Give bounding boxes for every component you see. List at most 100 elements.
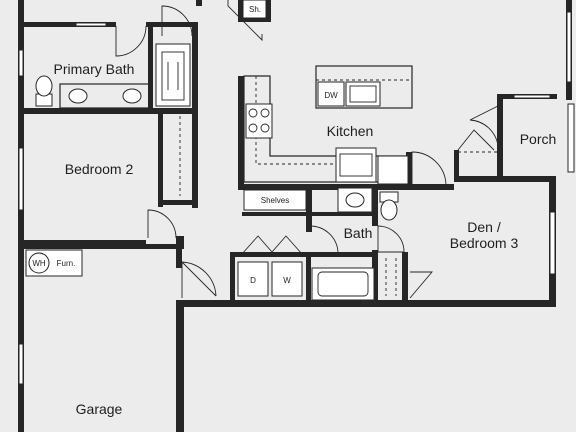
door-top-hall xyxy=(161,5,193,37)
bath-sink xyxy=(345,192,365,208)
door-laundry-bifold xyxy=(241,235,303,255)
laundry: D W xyxy=(237,261,303,297)
room-labels: Primary Bath Bedroom 2 Kitchen Porch Bat… xyxy=(54,61,557,417)
window-den xyxy=(549,211,556,275)
window-porch xyxy=(513,94,551,99)
primary-bath-north-wall xyxy=(18,22,116,27)
door-porch xyxy=(469,105,499,147)
dryer-label: D xyxy=(250,276,256,285)
window-garage xyxy=(18,343,24,385)
shelves-label: Shelves xyxy=(261,196,289,205)
burner xyxy=(248,123,258,133)
top-shower-east-wall xyxy=(266,0,271,22)
room-label-bath: Bath xyxy=(344,225,373,241)
door-top-shower xyxy=(227,0,263,42)
burner xyxy=(248,108,258,118)
primary-bath-north-wall-east xyxy=(146,22,198,27)
shelves-wall xyxy=(242,212,306,216)
water-heater xyxy=(28,252,50,274)
windows xyxy=(18,11,572,385)
west-exterior-wall xyxy=(18,0,24,432)
bathtub xyxy=(311,267,375,301)
den-west-wall xyxy=(406,152,412,186)
den-north-wall xyxy=(454,176,556,182)
laundry-north-wall xyxy=(230,252,376,257)
top-shower-west-wall xyxy=(238,0,243,22)
south-wall xyxy=(176,300,556,307)
walls xyxy=(18,0,572,432)
door-den-closet xyxy=(377,225,405,253)
bathtub-basin xyxy=(317,271,369,297)
window-primary-bath xyxy=(18,49,24,77)
room-label-den: Den / xyxy=(467,219,501,235)
garage-north-wall xyxy=(18,244,184,249)
bath-east-lower-wall xyxy=(372,250,378,304)
burner xyxy=(260,108,270,118)
dryer xyxy=(237,261,269,297)
washer xyxy=(271,261,303,297)
hall-stub-wall xyxy=(176,236,184,248)
room-label-bedroom-3: Bedroom 3 xyxy=(450,235,519,251)
door-bath xyxy=(309,225,339,253)
bath-west-wall xyxy=(306,186,312,232)
top-shower-south-wall xyxy=(238,18,271,22)
closet-east-wall xyxy=(192,22,198,208)
door-primary-bath xyxy=(115,25,147,57)
porch-west-wall xyxy=(497,94,503,178)
window-bedroom-2 xyxy=(18,147,24,211)
den-closet-wall xyxy=(402,252,408,304)
door-garage-arc xyxy=(181,261,217,297)
water-heater-label: WH xyxy=(32,259,46,268)
room-label-primary-bath: Primary Bath xyxy=(54,61,135,77)
door-den-closet-2 xyxy=(409,271,433,299)
kitchen-counters: DW xyxy=(243,65,413,185)
doors xyxy=(115,0,499,299)
vanity-counter xyxy=(59,83,151,109)
door-den xyxy=(411,151,447,187)
laundry-bath-wall xyxy=(306,252,311,304)
window-north xyxy=(75,22,107,27)
room-label-porch: Porch xyxy=(520,131,557,147)
laundry-west-wall xyxy=(230,252,235,304)
refrigerator xyxy=(377,155,409,185)
closet-west-wall xyxy=(158,112,163,207)
room-label-garage: Garage xyxy=(76,401,123,417)
range xyxy=(245,103,273,139)
room-label-bedroom-2: Bedroom 2 xyxy=(65,161,134,177)
bedroom-south-wall xyxy=(18,240,146,246)
furnace-label: Furn. xyxy=(57,259,76,268)
vanity-sink-right xyxy=(122,88,142,104)
kitchen-west-wall xyxy=(238,76,244,188)
kitchen-south-wall xyxy=(238,184,454,190)
bath-east-upper-wall xyxy=(372,186,378,226)
window-east xyxy=(566,11,572,83)
dishwasher-label: DW xyxy=(324,91,338,100)
garage-door-jamb xyxy=(176,248,182,268)
door-bedroom-2 xyxy=(147,209,177,239)
kitchen-sink xyxy=(335,147,377,183)
top-stub-wall xyxy=(196,0,202,6)
door-porch-2 xyxy=(457,129,495,151)
burner xyxy=(260,123,270,133)
shower-short-label: Sh. xyxy=(249,5,261,14)
linen-shelves xyxy=(385,258,397,296)
vanity-sink-left xyxy=(68,88,88,104)
porch-rail xyxy=(567,103,575,173)
washer-label: W xyxy=(283,276,291,285)
bath-bedroom-wall xyxy=(18,108,196,114)
bath-north-wall xyxy=(306,212,376,216)
bath-fixtures xyxy=(311,187,399,301)
shower-stall xyxy=(155,43,191,107)
closet-south-wall xyxy=(158,200,198,205)
top-shower-closet xyxy=(242,0,267,19)
kitchen-island xyxy=(315,65,413,109)
shower-west-wall xyxy=(148,22,153,110)
primary-bath-fixtures xyxy=(35,43,191,109)
den-west-upper-wall xyxy=(454,150,459,180)
toilet-bowl xyxy=(35,75,53,97)
shelves xyxy=(243,189,307,211)
dishwasher xyxy=(317,81,345,107)
island-sink-basin xyxy=(349,85,377,103)
garage-east-wall xyxy=(176,300,184,432)
